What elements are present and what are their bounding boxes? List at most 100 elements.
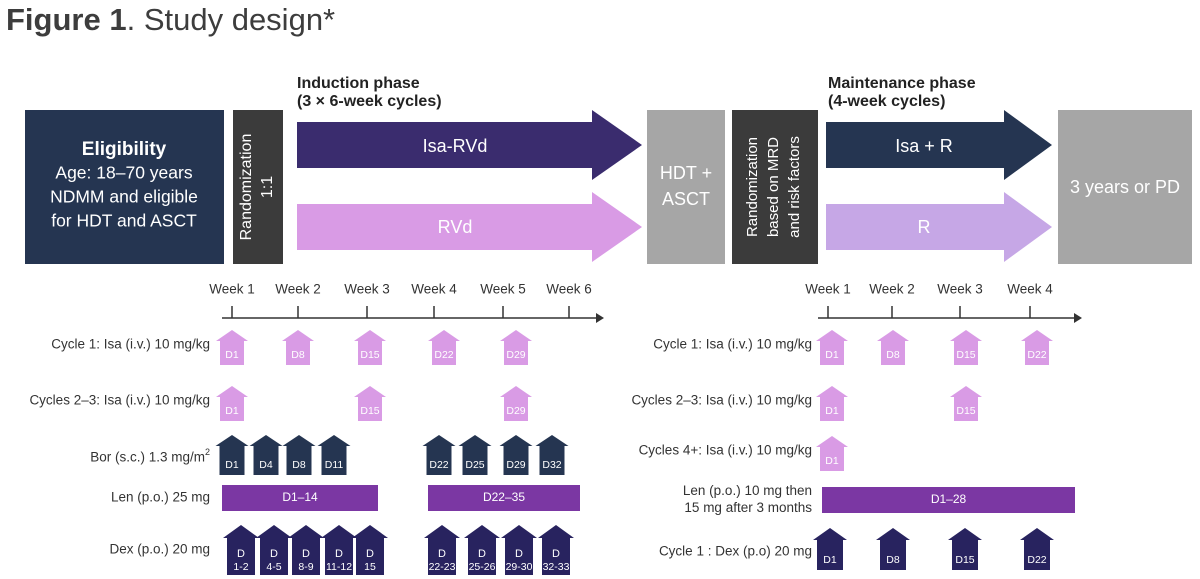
induction-phase-cycles: (3 × 6-week cycles) — [297, 93, 442, 110]
maintenance-row-label: Cycles 4+: Isa (i.v.) 10 mg/kg — [639, 443, 812, 458]
maintenance-dex-dose-arrow — [1020, 528, 1054, 570]
outcome-label: 3 years or PD — [1070, 177, 1180, 197]
induction-len-bar-label: D1–14 — [282, 490, 318, 504]
induction-row-label: Cycle 1: Isa (i.v.) 10 mg/kg — [51, 337, 210, 352]
induction-isa-dose-label: D15 — [360, 405, 379, 417]
maintenance-row-label: Cycle 1: Isa (i.v.) 10 mg/kg — [653, 337, 812, 352]
maintenance-isa-dose-label: D1 — [825, 349, 839, 361]
induction-row-label: Cycles 2–3: Isa (i.v.) 10 mg/kg — [29, 393, 210, 408]
induction-dex-dose-label: D — [366, 548, 374, 560]
induction-bor-dose-arrow — [249, 435, 283, 475]
eligibility-heading: Eligibility — [82, 139, 167, 160]
induction-dex-dose-label: D — [478, 548, 486, 560]
induction-phase-header: Induction phase — [297, 75, 420, 92]
maintenance-isa-dose-arrow — [1021, 330, 1053, 365]
induction-bor-dose-arrow — [282, 435, 316, 475]
induction-bor-dose-arrow — [215, 435, 249, 475]
induction-bor-dose-arrow — [422, 435, 456, 475]
induction-dex-dose-label: D — [302, 548, 310, 560]
induction-bor-dose-label: D22 — [429, 459, 448, 471]
maintenance-isa-dose-arrow — [877, 330, 909, 365]
induction-bor-dose-label: D32 — [542, 459, 561, 471]
induction-row-label: Bor (s.c.) 1.3 mg/m2 — [90, 447, 210, 464]
r-arrow — [826, 192, 1052, 262]
induction-isa-dose-arrow — [354, 330, 386, 365]
induction-dex-dose-arrow — [256, 525, 292, 575]
induction-dex-dose-days: 1-2 — [233, 561, 248, 573]
rvd-arrow — [297, 192, 642, 262]
induction-bor-dose-arrow — [458, 435, 492, 475]
maintenance-isa-dose-arrow — [816, 386, 848, 421]
figure-title-text: . Study design* — [126, 2, 336, 37]
induction-isa-dose-label: D15 — [360, 349, 379, 361]
figure-label: Figure 1 — [6, 2, 127, 37]
induction-row-label: Dex (p.o.) 20 mg — [109, 542, 210, 557]
maintenance-dex-dose-label: D15 — [955, 554, 974, 566]
hdt-asct-label-line: ASCT — [662, 189, 710, 209]
induction-dex-dose-days: 29-30 — [506, 561, 533, 573]
induction-len-bar-label: D22–35 — [483, 490, 525, 504]
maintenance-len-bar-label: D1–28 — [931, 492, 967, 506]
eligibility-box — [25, 110, 224, 264]
maintenance-phase-cycles: (4-week cycles) — [828, 93, 945, 110]
induction-row-label-superscript: 2 — [205, 447, 210, 457]
hdt-asct-label-line: HDT + — [660, 163, 712, 183]
isa-rvd-label: Isa-RVd — [423, 136, 488, 156]
induction-dex-dose-days: 25-26 — [469, 561, 496, 573]
induction-dex-dose-arrow — [501, 525, 537, 575]
induction-dex-dose-days: 8-9 — [298, 561, 313, 573]
induction-isa-dose-label: D1 — [225, 349, 239, 361]
induction-dex-dose-label: D — [552, 548, 560, 560]
rvd-label: RVd — [438, 217, 473, 237]
maintenance-isa-dose-label: D15 — [956, 349, 975, 361]
induction-isa-dose-label: D29 — [506, 405, 525, 417]
induction-isa-dose-arrow — [354, 386, 386, 421]
eligibility-line: for HDT and ASCT — [51, 211, 197, 231]
induction-isa-dose-arrow — [216, 386, 248, 421]
maintenance-len-bar — [822, 487, 1075, 513]
maintenance-dex-dose-arrow — [813, 528, 847, 570]
randomization-mrd-line: based on MRD — [765, 137, 782, 237]
induction-dex-dose-arrow — [223, 525, 259, 575]
induction-dex-dose-days: 22-23 — [429, 561, 456, 573]
induction-week-label: Week 6 — [546, 282, 592, 297]
maintenance-isa-dose-arrow — [816, 436, 848, 471]
induction-week-label: Week 3 — [344, 282, 390, 297]
maintenance-isa-dose-label: D1 — [825, 405, 839, 417]
induction-dex-dose-arrow — [288, 525, 324, 575]
eligibility-line: Age: 18–70 years — [55, 163, 192, 183]
randomization-label: Randomization — [238, 134, 255, 241]
eligibility-line: NDMM and eligible — [50, 187, 198, 207]
induction-dex-dose-arrow — [464, 525, 500, 575]
induction-bor-dose-arrow — [317, 435, 351, 475]
induction-dex-dose-days: 11-12 — [326, 561, 352, 573]
induction-isa-dose-label: D22 — [434, 349, 453, 361]
randomization-box — [233, 110, 283, 264]
induction-bor-dose-label: D8 — [292, 459, 306, 471]
isa-rvd-arrow — [297, 110, 642, 180]
figure-title: Figure 1. Study design* — [6, 2, 335, 38]
induction-isa-dose-arrow — [500, 330, 532, 365]
induction-dex-dose-arrow — [352, 525, 388, 575]
maintenance-dex-dose-label: D8 — [886, 554, 900, 566]
induction-bor-dose-label: D11 — [325, 459, 344, 471]
induction-bor-dose-label: D29 — [506, 459, 525, 471]
r-label: R — [918, 217, 931, 237]
maintenance-dex-dose-label: D22 — [1027, 554, 1046, 566]
maintenance-week-label: Week 2 — [869, 282, 915, 297]
induction-week-label: Week 2 — [275, 282, 321, 297]
induction-dex-dose-arrow — [424, 525, 460, 575]
randomization-mrd-line: Randomization — [744, 137, 761, 237]
maintenance-isa-dose-arrow — [950, 330, 982, 365]
maintenance-week-label: Week 4 — [1007, 282, 1053, 297]
maintenance-row-label-line: Len (p.o.) 10 mg then — [683, 483, 812, 498]
induction-bor-dose-arrow — [499, 435, 533, 475]
induction-dex-dose-days: 4-5 — [266, 561, 281, 573]
maintenance-week-label: Week 1 — [805, 282, 851, 297]
induction-isa-dose-label: D29 — [506, 349, 525, 361]
induction-isa-dose-arrow — [428, 330, 460, 365]
maintenance-isa-dose-label: D1 — [825, 455, 839, 467]
induction-isa-dose-arrow — [216, 330, 248, 365]
randomization-mrd-box — [732, 110, 818, 264]
